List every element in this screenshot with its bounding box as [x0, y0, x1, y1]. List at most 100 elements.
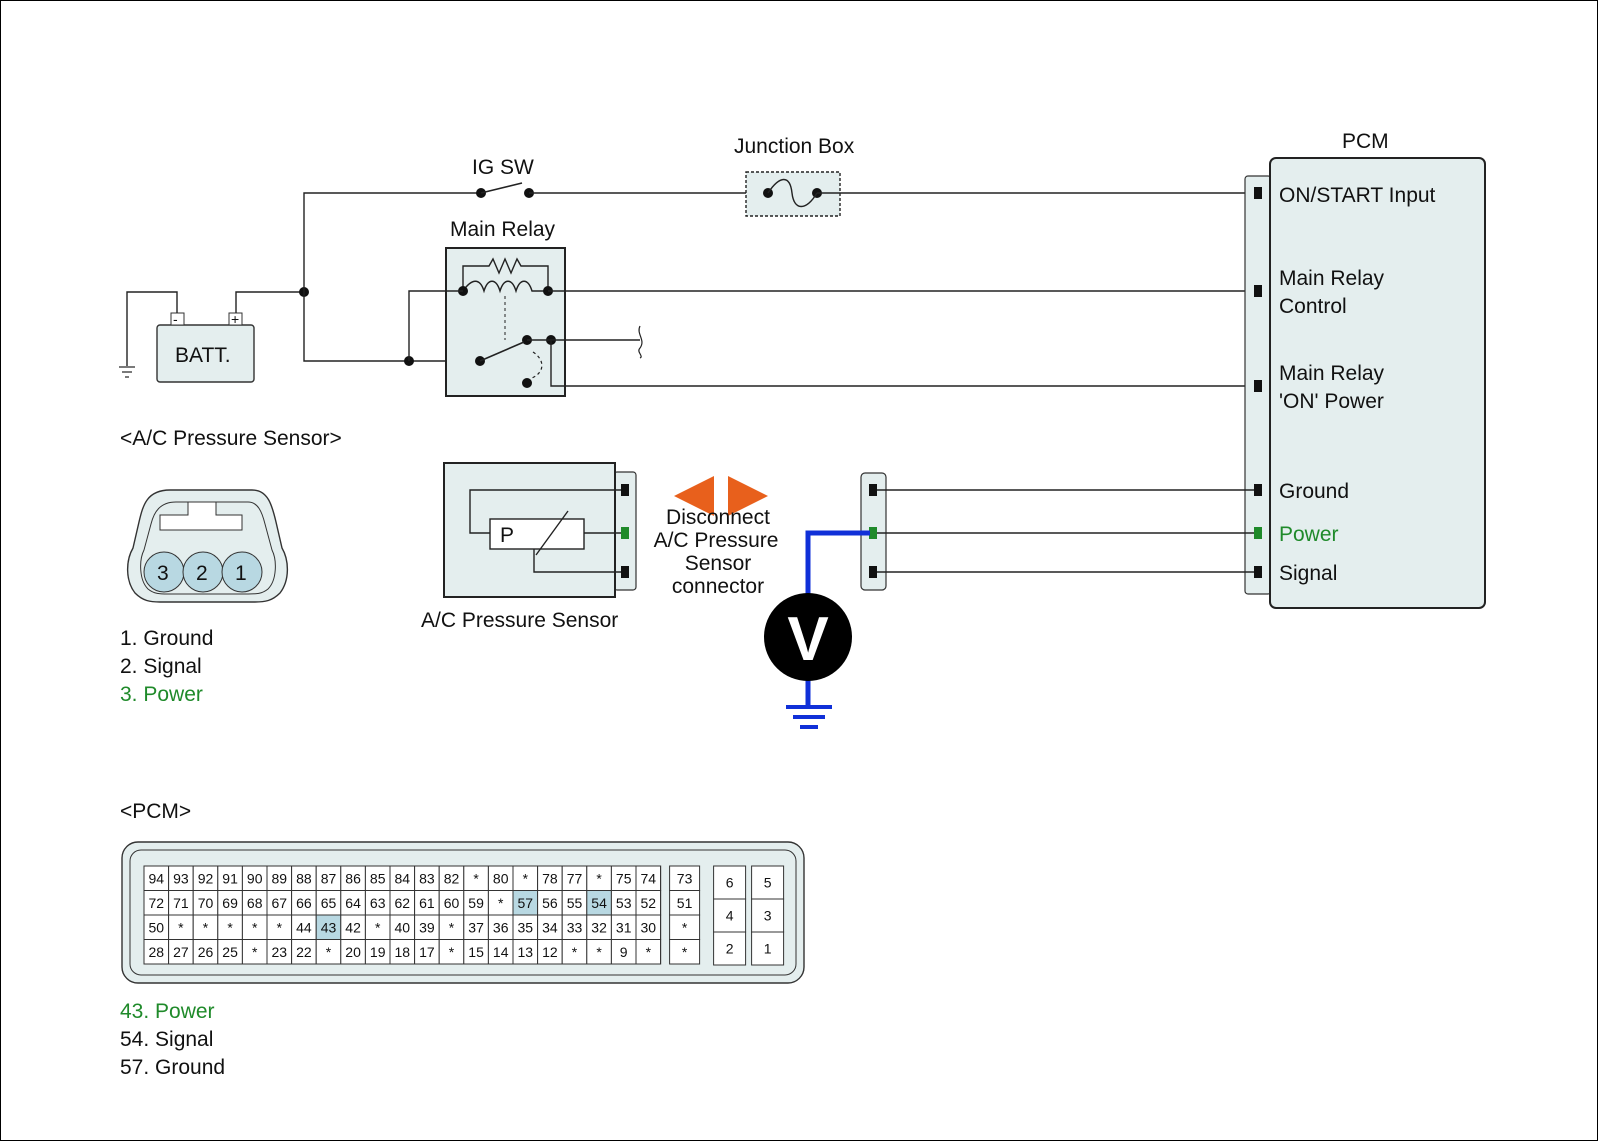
pcm-pin-label: *	[498, 895, 504, 911]
pcm-pin-label: 70	[198, 895, 214, 911]
pcm-pin-label: 32	[591, 919, 607, 935]
pcm-pin-label: 6	[726, 875, 734, 891]
pcm-pin-label: 64	[345, 895, 361, 911]
pcm-pin-label: 74	[641, 870, 657, 886]
pcm-pin	[168, 914, 194, 940]
pcm-pin	[192, 939, 219, 965]
pcm-pin	[512, 914, 539, 940]
sensor-legend-2: 2. Signal	[120, 655, 202, 678]
pcm-pin-label: 15	[468, 944, 484, 960]
pcm-pin-label: 52	[641, 895, 657, 911]
probe-lead	[805, 530, 870, 598]
pcm-pin-label: 33	[567, 919, 583, 935]
pcm-pin	[463, 890, 489, 916]
pcm-legend-3: 57. Ground	[120, 1056, 225, 1079]
voltmeter-symbol: V	[787, 605, 828, 674]
pcm-title: PCM	[1342, 130, 1389, 153]
pcm-pin-label: 4	[726, 908, 734, 924]
pcm-pin	[340, 939, 366, 965]
pcm-pin-label: 34	[542, 919, 558, 935]
voltmeter: V	[764, 593, 852, 681]
pcm-pin-label: 1	[764, 941, 772, 957]
pcm-pin-label: 68	[247, 895, 263, 911]
pcm-legend-1: 43. Power	[120, 1000, 215, 1023]
sensor-pin-2: 2	[196, 562, 208, 585]
pcm-pin-label: 23	[272, 944, 288, 960]
pcm-pin	[438, 914, 465, 940]
pcm-pin-label: 88	[296, 870, 312, 886]
pcm-pin-label: 36	[493, 919, 509, 935]
pcm-pin-label: 20	[345, 944, 361, 960]
pcm-pin-label: 39	[419, 919, 435, 935]
junction-box-label: Junction Box	[734, 135, 855, 158]
pcm-pin-label: *	[375, 919, 381, 935]
pcm-pin	[143, 914, 170, 940]
pcm-pin	[751, 931, 785, 966]
ig-switch-label: IG SW	[472, 156, 534, 179]
sensor-pin-3: 3	[157, 562, 169, 585]
pcm-pin-label: 83	[419, 870, 435, 886]
pcm-pin-label: 27	[173, 944, 189, 960]
pcm-pin-label: 25	[222, 944, 238, 960]
pcm-pin-label: 59	[468, 895, 484, 911]
pcm-pin-label: *	[646, 944, 652, 960]
ac-pressure-sensor: P A/C Pressure Sensor	[421, 462, 637, 632]
sensor-pin-1: 1	[235, 562, 247, 585]
pcm-pin-label: 5	[764, 875, 772, 891]
pcm-pin-label: *	[227, 919, 233, 935]
pcm-pin-label: 94	[149, 870, 165, 886]
pcm-pin-label: 92	[198, 870, 214, 886]
pcm-pin-label: 57	[518, 895, 534, 911]
pcm-pin-label: 35	[518, 919, 534, 935]
disconnect-note: Disconnect A/C Pressure Sensor connector	[654, 506, 779, 598]
sensor-caption: A/C Pressure Sensor	[421, 609, 618, 632]
pcm-pin-label: 54	[591, 895, 607, 911]
battery-ground-wire	[126, 291, 178, 366]
pcm-pin	[487, 939, 514, 965]
pcm-pin-label: 82	[444, 870, 460, 886]
pcm-pin	[713, 931, 747, 966]
pcm-pin	[512, 890, 539, 916]
pcm-pin	[315, 939, 342, 965]
pcm-pin-label: 84	[395, 870, 411, 886]
pcm-pin-label: 71	[173, 895, 189, 911]
pcm-pin-label: 89	[272, 870, 288, 886]
pcm-pin-label: 43	[321, 919, 337, 935]
pcm-pin-label: 26	[198, 944, 214, 960]
pcm-pin-label: *	[596, 944, 602, 960]
pcm-pin-label: 56	[542, 895, 558, 911]
pcm-pin-label: 19	[370, 944, 386, 960]
pcm-pin-label: *	[277, 919, 283, 935]
pcm-pin	[315, 890, 342, 916]
pcm-signal-terminal: Signal	[1279, 562, 1337, 585]
pcm-pin-label: 60	[444, 895, 460, 911]
main-relay: Main Relay	[445, 218, 566, 397]
pcm-pin-label: 61	[419, 895, 435, 911]
pcm-pin	[414, 939, 440, 965]
pcm-pin-label: 78	[542, 870, 558, 886]
voltmeter-ground	[786, 705, 832, 729]
pcm-power-terminal: Power	[1279, 523, 1339, 546]
pcm-pin	[751, 898, 785, 933]
pcm-pin-label: *	[596, 870, 602, 886]
pcm-pin-label: 2	[726, 941, 734, 957]
pcm-pin-label: 80	[493, 870, 509, 886]
pcm-pin-label: 40	[395, 919, 411, 935]
pcm-pin	[291, 890, 317, 916]
main-relay-label: Main Relay	[450, 218, 556, 241]
pcm-pin-label: 67	[272, 895, 288, 911]
pcm-pin	[143, 890, 170, 916]
pcm-main-relay-line2: Control	[1279, 295, 1347, 318]
sensor-p-label: P	[500, 524, 514, 547]
pcm-pin-label: 9	[620, 944, 628, 960]
battery-plus-label: +	[231, 311, 239, 327]
pcm-pin-label: 90	[247, 870, 263, 886]
pcm-pin-label: *	[449, 944, 455, 960]
pcm-pin-label: 18	[395, 944, 411, 960]
svg-text:connector: connector	[672, 575, 764, 598]
sensor-connector-face: 3 2 1	[126, 489, 289, 603]
pcm-pin-label: 42	[345, 919, 361, 935]
